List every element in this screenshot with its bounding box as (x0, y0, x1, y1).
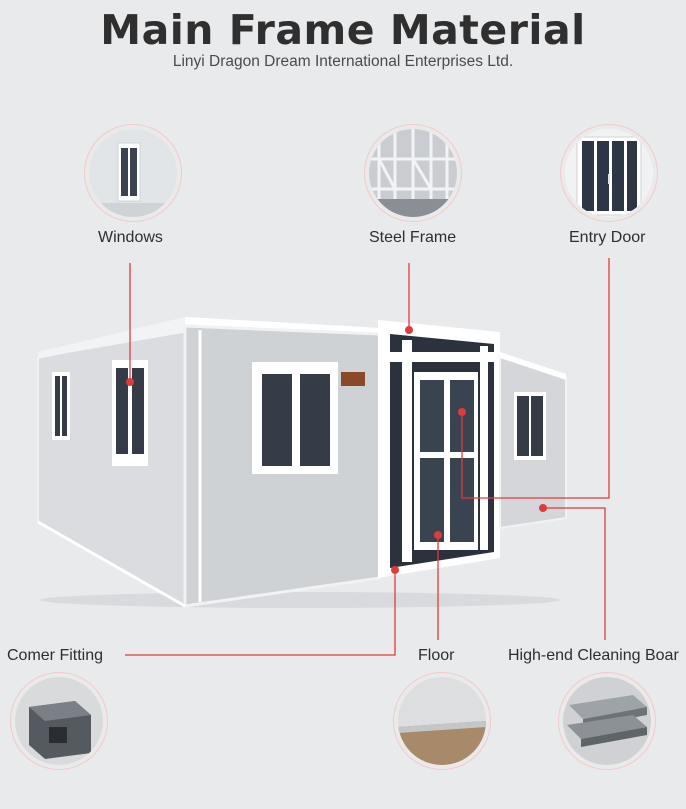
steel-frame-detail-ring (365, 125, 461, 221)
label-cleaning-board: High-end Cleaning Boar (508, 647, 679, 664)
corner-fitting-detail-image (15, 677, 103, 765)
steel-frame-closeup-icon (369, 129, 457, 217)
label-windows: Windows (98, 229, 163, 246)
cleaning-board-detail-ring (559, 673, 655, 769)
windows-detail-ring (85, 125, 181, 221)
windows-detail-image (89, 129, 177, 217)
label-corner-fitting: Comer Fitting (7, 647, 104, 664)
corner-fitting-detail-ring (11, 673, 107, 769)
corner-fitting-closeup-icon (15, 677, 103, 765)
label-steel-frame: Steel Frame (369, 229, 457, 246)
floor-detail-ring (394, 673, 490, 769)
entry-door-detail-ring (561, 125, 657, 221)
floor-detail-image (398, 677, 486, 765)
company-subtitle: Linyi Dragon Dream International Enterpr… (172, 53, 514, 70)
label-floor: Floor (418, 647, 455, 664)
steel-frame-detail-image (369, 129, 457, 217)
door-closeup-icon (565, 129, 653, 217)
label-entry-door: Entry Door (569, 229, 646, 246)
cleaning-board-detail-image (563, 677, 651, 765)
entry-door-detail-image (565, 129, 653, 217)
cleaning-board-closeup-icon (563, 677, 651, 765)
page-title: Main Frame Material (100, 6, 586, 54)
